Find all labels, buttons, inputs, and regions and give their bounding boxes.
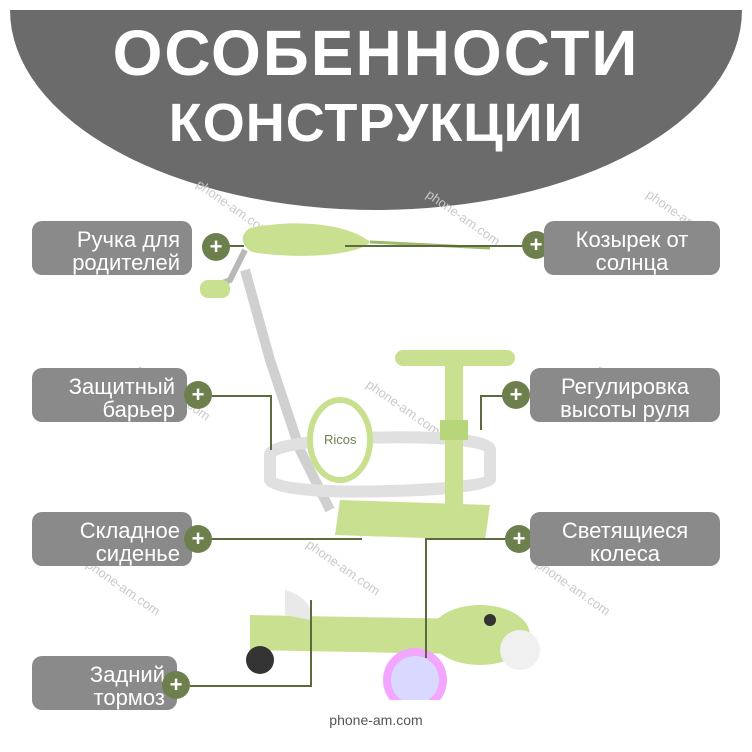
connector-line	[212, 538, 362, 540]
label-parent-handle: Ручка для родителей	[32, 221, 192, 275]
label-safety-barrier: Защитный барьер	[32, 368, 187, 422]
plus-icon[interactable]: +	[505, 525, 533, 553]
connector-line	[190, 685, 310, 687]
connector-line	[212, 395, 272, 397]
rear-wheel	[246, 646, 274, 674]
connector-line	[425, 538, 505, 540]
label-handlebar-height: Регулировка высоты руля	[530, 368, 720, 422]
connector-line	[270, 395, 272, 450]
connector-line	[310, 600, 312, 687]
brand-logo: Ricos	[324, 432, 357, 447]
connector-line	[480, 395, 505, 397]
page-title-line2: КОНСТРУКЦИИ	[168, 93, 584, 153]
connector-line	[425, 538, 427, 658]
light-up-wheel	[383, 648, 447, 700]
connector-line	[228, 245, 244, 247]
label-folding-seat: Складное сиденье	[32, 512, 192, 566]
plus-icon[interactable]: +	[184, 525, 212, 553]
label-rear-brake: Задний тормоз	[32, 656, 177, 710]
plus-icon[interactable]: +	[502, 381, 530, 409]
plus-icon[interactable]: +	[184, 381, 212, 409]
plus-icon[interactable]: +	[202, 233, 230, 261]
page-title-line1: ОСОБЕННОСТИ	[112, 17, 640, 89]
folding-seat	[335, 500, 490, 540]
label-sun-visor: Козырек от солнца	[544, 221, 720, 275]
label-light-wheels: Светящиеся колеса	[530, 512, 720, 566]
backrest	[307, 397, 373, 483]
connector-line	[480, 395, 482, 430]
steering-column	[445, 360, 463, 530]
dino-eye	[484, 614, 496, 626]
front-wheel	[500, 630, 540, 670]
parent-handle-grip	[200, 280, 230, 298]
rear-brake	[285, 590, 312, 620]
plus-icon[interactable]: +	[162, 671, 190, 699]
push-pole	[240, 268, 335, 513]
connector-line	[345, 245, 525, 247]
sun-canopy-shape	[242, 223, 370, 256]
scooter-illustration: Ricos	[200, 223, 540, 700]
footer-watermark: phone-am.com	[329, 712, 423, 728]
handlebar	[395, 350, 515, 366]
